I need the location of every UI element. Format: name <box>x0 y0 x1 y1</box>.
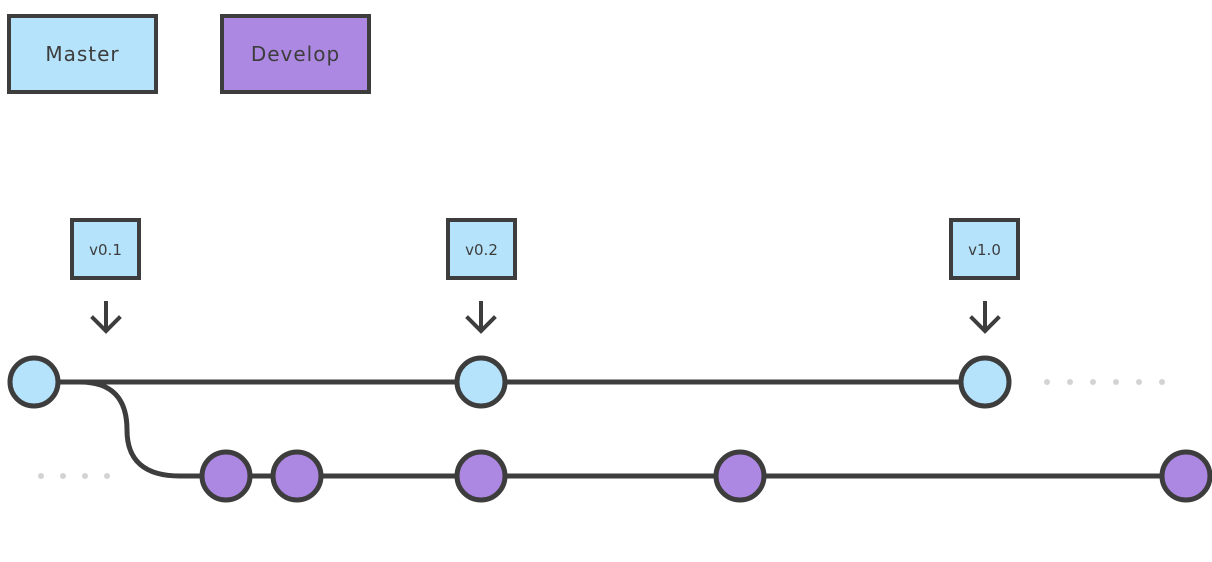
develop-branch-curve <box>60 379 1186 479</box>
tag-label: v0.2 <box>465 241 498 259</box>
develop-leading-dots <box>38 473 110 479</box>
arrow-down-icon <box>969 301 1001 334</box>
tag-v0-2: v0.2 <box>446 218 517 334</box>
tag-box <box>70 218 141 280</box>
develop-commit <box>454 449 508 503</box>
tag-box <box>949 218 1020 280</box>
legend-master: Master <box>7 14 158 94</box>
tag-v0-1: v0.1 <box>70 218 141 334</box>
tag-label: v1.0 <box>968 241 1001 259</box>
legend-develop: Develop <box>220 14 371 94</box>
master-commit <box>958 355 1012 409</box>
tag-label: v0.1 <box>89 241 122 259</box>
develop-commit <box>1159 449 1212 503</box>
master-commit <box>7 355 61 409</box>
tag-box <box>446 218 517 280</box>
arrow-down-icon <box>465 301 497 334</box>
arrow-down-icon <box>90 301 122 334</box>
develop-commit <box>199 449 253 503</box>
master-commit <box>454 355 508 409</box>
develop-commit <box>713 449 767 503</box>
legend-master-label: Master <box>45 42 120 66</box>
develop-commit <box>270 449 324 503</box>
legend-develop-label: Develop <box>250 42 341 66</box>
tag-v1-0: v1.0 <box>949 218 1020 334</box>
master-trailing-dots <box>1044 379 1165 385</box>
